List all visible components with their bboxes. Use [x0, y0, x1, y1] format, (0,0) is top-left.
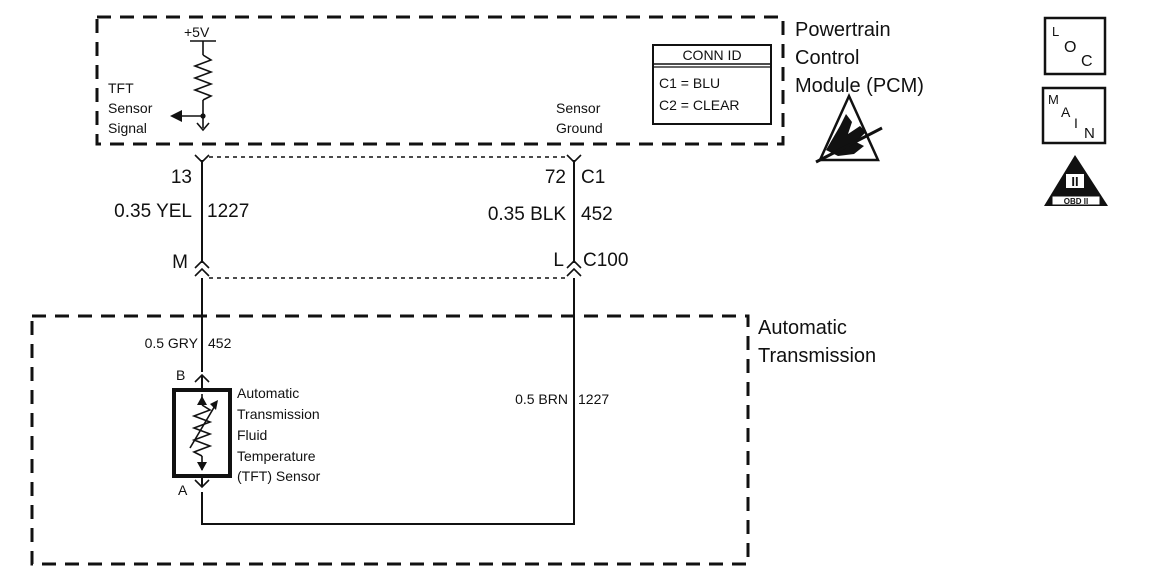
- conn-id-table: [652, 44, 772, 125]
- tft-sensor-thermistor: [172, 388, 232, 478]
- sensor-label-1: Automatic: [237, 385, 299, 401]
- left-wire-color: 0.35 YEL: [114, 201, 192, 222]
- obd-numeral: II: [1071, 174, 1078, 189]
- c1-terminal-72: [566, 154, 582, 164]
- left-pin-13: 13: [171, 167, 192, 188]
- loc-icon: [1043, 16, 1107, 76]
- sensor-label-4: Temperature: [237, 448, 316, 464]
- main-letter-n: N: [1084, 125, 1095, 142]
- esd-sensitive-icon: [815, 92, 883, 164]
- loc-letter-o: O: [1064, 39, 1076, 56]
- main-letter-i: I: [1074, 115, 1078, 131]
- transmission-box: [30, 314, 750, 566]
- pullup-resistor: [170, 40, 216, 132]
- right-circuit: 452: [581, 204, 613, 225]
- main-icon: [1041, 86, 1107, 145]
- lower-left-circuit: 452: [208, 335, 232, 351]
- obd-ii-icon: [1044, 155, 1108, 206]
- wire-right-lower: [201, 278, 575, 525]
- sensor-label-5: (TFT) Sensor: [237, 468, 321, 484]
- right-pin-72: 72: [545, 167, 566, 188]
- lower-right-wire-color: 0.5 BRN: [515, 391, 568, 407]
- conn-id-row-2: C2 = CLEAR: [659, 97, 740, 113]
- pcm-title-3: Module (PCM): [795, 75, 924, 97]
- sensor-terminal-a: [194, 479, 210, 489]
- pcm-title-1: Powertrain: [795, 19, 891, 41]
- lower-left-wire-color: 0.5 GRY: [145, 335, 199, 351]
- pcm-module-box: [95, 15, 785, 146]
- transmission-title-2: Transmission: [758, 345, 876, 367]
- c100-pin-l: L: [553, 250, 564, 271]
- signal-label-2: Sensor: [108, 100, 153, 116]
- supply-label: +5V: [184, 24, 210, 40]
- lower-right-circuit: 1227: [578, 391, 609, 407]
- right-wire-color: 0.35 BLK: [488, 204, 566, 225]
- obd-label: OBD II: [1064, 197, 1088, 206]
- conn-id-header: CONN ID: [682, 47, 741, 63]
- loc-letter-c: C: [1081, 53, 1093, 70]
- sensor-terminal-b: [194, 373, 210, 383]
- conn-id-row-1: C1 = BLU: [659, 75, 720, 91]
- ground-label-1: Sensor: [556, 100, 601, 116]
- sensor-label-2: Transmission: [237, 406, 320, 422]
- left-circuit: 1227: [207, 201, 249, 222]
- connector-c100-name: C100: [583, 250, 628, 271]
- c1-terminal-13: [194, 154, 210, 164]
- main-letter-m: M: [1048, 92, 1059, 107]
- pcm-title-2: Control: [795, 47, 859, 69]
- connector-c1: C1: [581, 167, 605, 188]
- main-letter-a: A: [1061, 104, 1071, 120]
- loc-letter-l: L: [1052, 24, 1059, 39]
- sensor-label-3: Fluid: [237, 427, 267, 443]
- c100-pin-m: M: [172, 252, 188, 273]
- sensor-pin-b: B: [176, 367, 185, 383]
- c100-terminal-l: [566, 259, 582, 277]
- transmission-title-1: Automatic: [758, 317, 847, 339]
- c100-terminal-m: [194, 259, 210, 277]
- ground-label-2: Ground: [556, 120, 603, 136]
- signal-label-1: TFT: [108, 80, 134, 96]
- signal-label-3: Signal: [108, 120, 147, 136]
- sensor-pin-a: A: [178, 482, 188, 498]
